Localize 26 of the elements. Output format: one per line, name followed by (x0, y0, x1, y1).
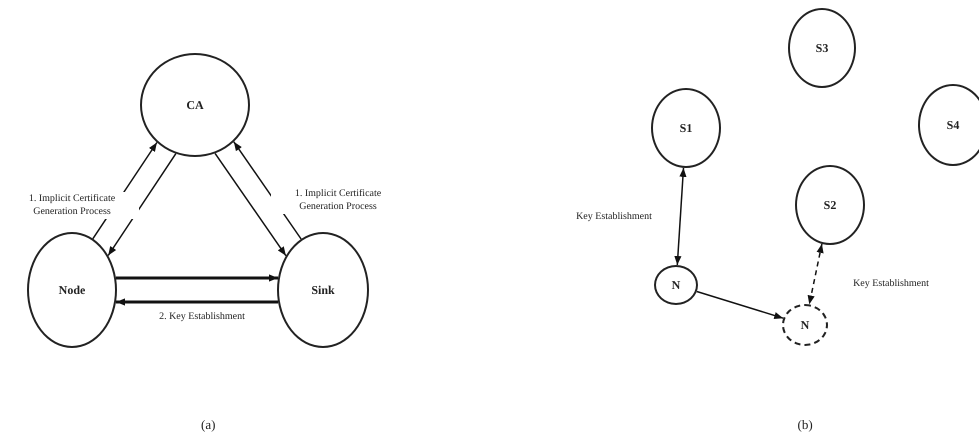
ellipse-node (651, 88, 721, 168)
arrow (674, 168, 687, 266)
arrow (108, 153, 176, 256)
node-label: S4 (946, 118, 960, 132)
panel-caption: (b) (798, 417, 813, 433)
ellipse-node (918, 84, 979, 166)
ellipse-node (795, 165, 865, 245)
ellipse-node (654, 265, 698, 305)
node-label: Sink (311, 282, 335, 298)
ellipse-node (140, 53, 250, 157)
arrow (116, 274, 278, 282)
node-label: N (672, 278, 680, 292)
ellipse-node (27, 232, 117, 348)
arrow (808, 244, 824, 305)
node-label: S1 (680, 120, 692, 136)
arrow (116, 298, 278, 306)
arrow (696, 290, 784, 319)
node-label: Node (58, 282, 86, 298)
node-label: CA (186, 98, 204, 112)
ellipse-node (788, 8, 856, 88)
panel-caption: (a) (201, 417, 216, 433)
node-label: N (800, 318, 810, 332)
ellipse-node (782, 304, 828, 346)
arrow (214, 152, 287, 256)
node-label: S2 (824, 198, 836, 212)
node-label: S3 (816, 40, 828, 56)
